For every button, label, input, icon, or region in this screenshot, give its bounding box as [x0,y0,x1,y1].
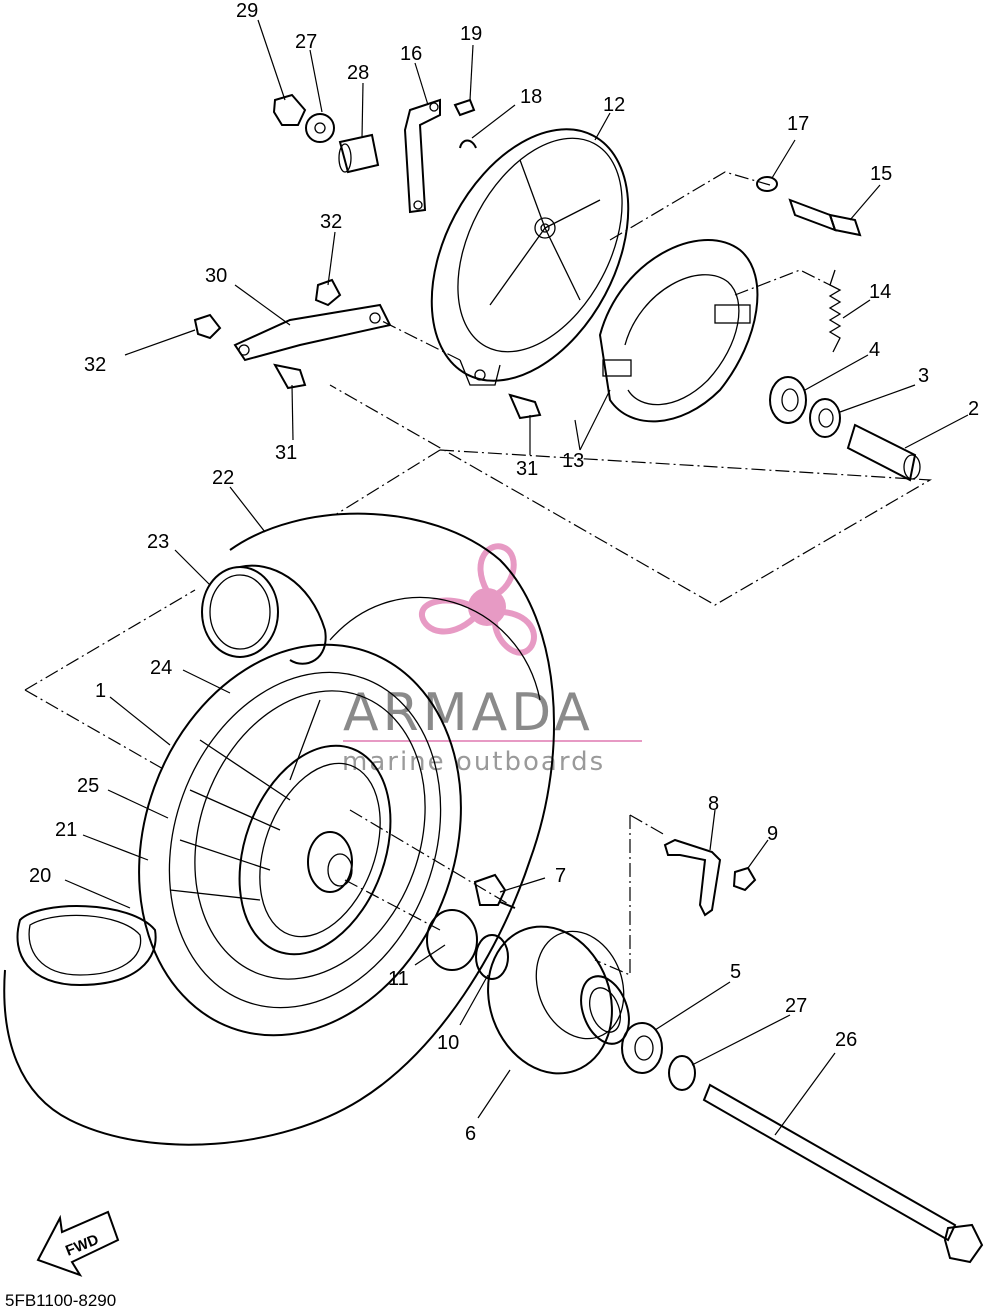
tension-spring [828,269,842,353]
brake-shoe-kit [598,239,759,423]
watermark-tagline: marine outboards [342,747,605,777]
fwd-label: FWD [63,1231,101,1260]
lower-tube-section [16,905,157,987]
label-18: 18 [520,86,542,108]
clip-18 [459,139,477,149]
diagram-code: 5FB1100-8290 [5,1291,116,1310]
label-32-upper: 32 [320,211,342,233]
label-6: 6 [465,1123,476,1145]
washer-27-lower [668,1055,696,1091]
torque-arm [193,278,542,420]
label-10: 10 [437,1032,459,1054]
nut-9 [732,866,757,892]
label-5: 5 [730,961,741,983]
label-15: 15 [870,163,892,185]
washer-17 [756,176,778,192]
tire [3,512,555,1146]
watermark: ARMADA marine outboards [342,543,642,777]
propeller-logo-icon [419,543,537,656]
label-26: 26 [835,1029,857,1051]
label-12: 12 [603,94,625,116]
o-ring-11 [426,909,478,971]
callout-leaders [64,19,969,1136]
label-22: 22 [212,467,234,489]
label-20: 20 [29,865,51,887]
bearing-5 [621,1022,663,1074]
label-31-right: 31 [516,458,538,480]
label-11: 11 [388,968,409,990]
label-23: 23 [147,531,169,553]
label-21: 21 [55,819,77,841]
label-4: 4 [869,339,880,361]
camshaft-lever [403,98,441,214]
label-28: 28 [347,62,369,84]
o-ring-10 [475,934,509,980]
label-16: 16 [400,43,422,65]
label-30: 30 [205,265,227,287]
label-1: 1 [95,680,106,702]
label-8: 8 [708,793,719,815]
brake-shoe-plate [430,128,630,386]
wheel-axle [702,1083,984,1264]
label-13: 13 [562,450,584,472]
label-3: 3 [918,365,929,387]
upper-left-hardware [272,93,380,174]
brake-camshaft [788,198,862,237]
label-24: 24 [150,657,172,679]
part-labels: 29 27 28 16 19 18 12 17 15 14 4 3 2 13 3… [29,0,979,1145]
assembly-guides [24,171,933,976]
label-31-left: 31 [275,442,297,464]
wheel-rim [138,643,462,1037]
bearing-seal-collar [769,376,921,482]
label-25: 25 [77,775,99,797]
label-7: 7 [555,865,566,887]
label-32-lower: 32 [84,354,106,376]
forward-arrow-icon: FWD [36,1210,120,1277]
label-27-upper: 27 [295,31,317,53]
label-14: 14 [869,281,891,303]
label-2: 2 [968,398,979,420]
bolt-19 [453,98,476,117]
watermark-brand: ARMADA [343,683,594,743]
damper [473,873,516,909]
label-29: 29 [236,0,258,22]
label-9: 9 [767,823,778,845]
label-27-lower: 27 [785,995,807,1017]
lock-washer-plate [663,838,722,917]
inner-tube [201,564,327,665]
label-19: 19 [460,23,482,45]
clutch-hub [487,925,630,1075]
label-17: 17 [787,113,809,135]
